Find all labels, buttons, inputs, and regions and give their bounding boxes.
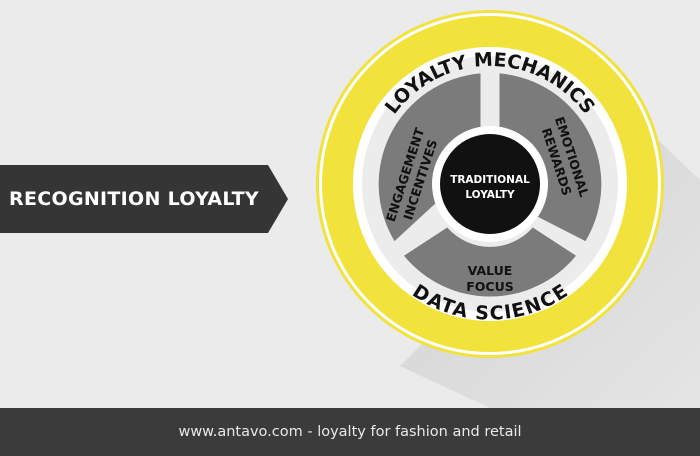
segment-bottom-line-1: VALUE [468,263,513,278]
segment-emotional-rewards [499,73,602,242]
segment-bottom-line-2: FOCUS [466,279,514,294]
loyalty-diagram: LOYALTY MECHANICS DATA SCIENCE ENGAGEMEN… [316,10,700,408]
arrow-shape [0,165,288,233]
recognition-loyalty-arrow: RECOGNITION LOYALTY [0,165,300,233]
outer-ring-stroke [319,13,661,355]
segment-engagement-incentives [378,73,481,242]
diagram-stage: LOYALTY MECHANICS DATA SCIENCE ENGAGEMEN… [0,10,700,408]
center-disc [440,134,540,234]
arrow-label-text: RECOGNITION LOYALTY [9,188,259,210]
footer-caption: www.antavo.com - loyalty for fashion and… [0,408,700,456]
center-line-2: LOYALTY [465,189,515,201]
segment-value-focus [404,227,576,297]
center-line-1: TRADITIONAL [450,174,530,186]
